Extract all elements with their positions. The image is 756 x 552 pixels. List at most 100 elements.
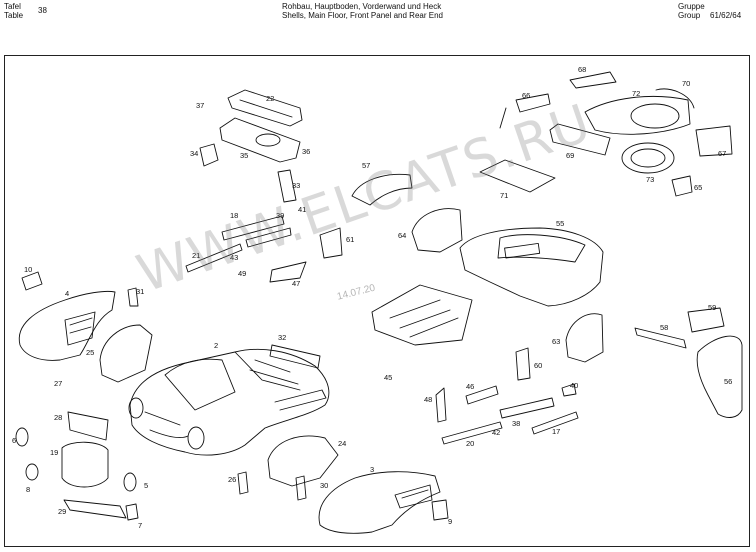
rear-quarter-drawing bbox=[696, 335, 743, 418]
group-header: Gruppe Group 61/62/64 bbox=[678, 2, 741, 20]
part-26-drawing bbox=[237, 471, 249, 495]
rear-body-shell-drawing bbox=[459, 227, 604, 307]
part-31-drawing bbox=[127, 287, 139, 307]
inner-wheelarch-drawing bbox=[411, 208, 463, 253]
part-29-drawing bbox=[63, 499, 127, 519]
part-number-2: 2 bbox=[214, 341, 218, 350]
part-number-33: 33 bbox=[292, 181, 300, 190]
part-number-21: 21 bbox=[192, 251, 200, 260]
part-number-29: 29 bbox=[58, 507, 66, 516]
page-title: Rohbau, Hauptboden, Vorderwand und Heck … bbox=[282, 2, 443, 20]
title-german: Rohbau, Hauptboden, Vorderwand und Heck bbox=[282, 2, 442, 11]
rear-apron-drawing bbox=[351, 173, 413, 206]
part-number-67: 67 bbox=[718, 149, 726, 158]
part-number-10: 10 bbox=[24, 265, 32, 274]
trim-strip-drawing bbox=[634, 327, 687, 349]
part-number-32: 32 bbox=[278, 333, 286, 342]
table-label-de: Tafel bbox=[4, 2, 21, 11]
part-number-35: 35 bbox=[240, 151, 248, 160]
part-number-26: 26 bbox=[228, 475, 236, 484]
part-number-18: 18 bbox=[230, 211, 238, 220]
part-number-31: 31 bbox=[136, 287, 144, 296]
part-18-drawing bbox=[221, 215, 285, 241]
part-40-drawing bbox=[561, 383, 577, 397]
part-number-65: 65 bbox=[694, 183, 702, 192]
part-number-5: 5 bbox=[144, 481, 148, 490]
part-number-28: 28 bbox=[54, 413, 62, 422]
part-number-20: 20 bbox=[466, 439, 474, 448]
front-fender-drawing bbox=[18, 290, 116, 361]
group-label-en: Group bbox=[678, 11, 701, 20]
part-7-drawing bbox=[125, 503, 139, 521]
part-20-drawing bbox=[441, 421, 503, 445]
part-number-45: 45 bbox=[384, 373, 392, 382]
part-47-drawing bbox=[269, 261, 307, 283]
part-number-60: 60 bbox=[534, 361, 542, 370]
part-number-27: 27 bbox=[54, 379, 62, 388]
part-number-58: 58 bbox=[660, 323, 668, 332]
part-number-8: 8 bbox=[26, 485, 30, 494]
part-34-drawing bbox=[199, 143, 219, 167]
part-number-41: 41 bbox=[298, 205, 306, 214]
part-17-drawing bbox=[531, 411, 579, 435]
part-number-68: 68 bbox=[578, 65, 586, 74]
part-number-56: 56 bbox=[724, 377, 732, 386]
part-number-30: 30 bbox=[320, 481, 328, 490]
part-10-drawing bbox=[21, 271, 43, 291]
part-6-drawing bbox=[15, 427, 29, 447]
trunk-floor-drawing bbox=[584, 96, 691, 135]
part-number-61: 61 bbox=[346, 235, 354, 244]
part-number-22: 22 bbox=[266, 94, 274, 103]
rear-strip-drawing bbox=[687, 307, 725, 333]
inner-fender-drawing bbox=[99, 324, 153, 383]
part-number-38: 38 bbox=[512, 419, 520, 428]
part-number-64: 64 bbox=[398, 231, 406, 240]
part-70-drawing bbox=[655, 88, 695, 109]
part-number-72: 72 bbox=[632, 89, 640, 98]
part-number-46: 46 bbox=[466, 382, 474, 391]
shelf-panel-drawing bbox=[479, 159, 556, 193]
part-number-3: 3 bbox=[370, 465, 374, 474]
main-body-shell-drawing bbox=[128, 348, 330, 456]
part-46-drawing bbox=[465, 385, 499, 405]
wheelhouse-drawing bbox=[565, 313, 604, 363]
part-number-48: 48 bbox=[424, 395, 432, 404]
part-number-19: 19 bbox=[50, 448, 58, 457]
part-39-drawing bbox=[245, 227, 292, 248]
part-5-drawing bbox=[123, 472, 137, 492]
part-number-42: 42 bbox=[492, 428, 500, 437]
part-number-66: 66 bbox=[522, 91, 530, 100]
part-number-34: 34 bbox=[190, 149, 198, 158]
part-number-71: 71 bbox=[500, 191, 508, 200]
part-66-drawing bbox=[515, 93, 551, 113]
part-number-70: 70 bbox=[682, 79, 690, 88]
part-33-drawing bbox=[277, 169, 297, 203]
part-number-43: 43 bbox=[230, 253, 238, 262]
cross-member-drawing bbox=[269, 344, 321, 369]
spare-wheel-well-drawing bbox=[621, 142, 675, 174]
part-61-drawing bbox=[319, 227, 343, 259]
part-number-63: 63 bbox=[552, 337, 560, 346]
part-number-73: 73 bbox=[646, 175, 654, 184]
part-21-drawing bbox=[185, 243, 243, 273]
part-38-drawing bbox=[499, 397, 555, 419]
grille-frame-drawing bbox=[61, 441, 109, 488]
rear-fender-drawing bbox=[318, 471, 441, 534]
part-number-4: 4 bbox=[65, 289, 69, 298]
part-number-17: 17 bbox=[552, 427, 560, 436]
part-number-24: 24 bbox=[338, 439, 346, 448]
table-header: Tafel Table 38 bbox=[4, 2, 47, 20]
part-30-drawing bbox=[295, 475, 307, 501]
part-49-drawing bbox=[499, 107, 507, 129]
part-number-36: 36 bbox=[302, 147, 310, 156]
rear-panel-drawing bbox=[549, 123, 611, 156]
part-number-40: 40 bbox=[570, 381, 578, 390]
part-67-drawing bbox=[695, 125, 733, 157]
table-label-en: Table bbox=[4, 11, 24, 20]
part-8-drawing bbox=[25, 463, 39, 481]
part-number-6: 6 bbox=[12, 436, 16, 445]
part-number-25: 25 bbox=[86, 348, 94, 357]
part-number-9: 9 bbox=[448, 517, 452, 526]
title-english: Shells, Main Floor, Front Panel and Rear… bbox=[282, 11, 443, 20]
